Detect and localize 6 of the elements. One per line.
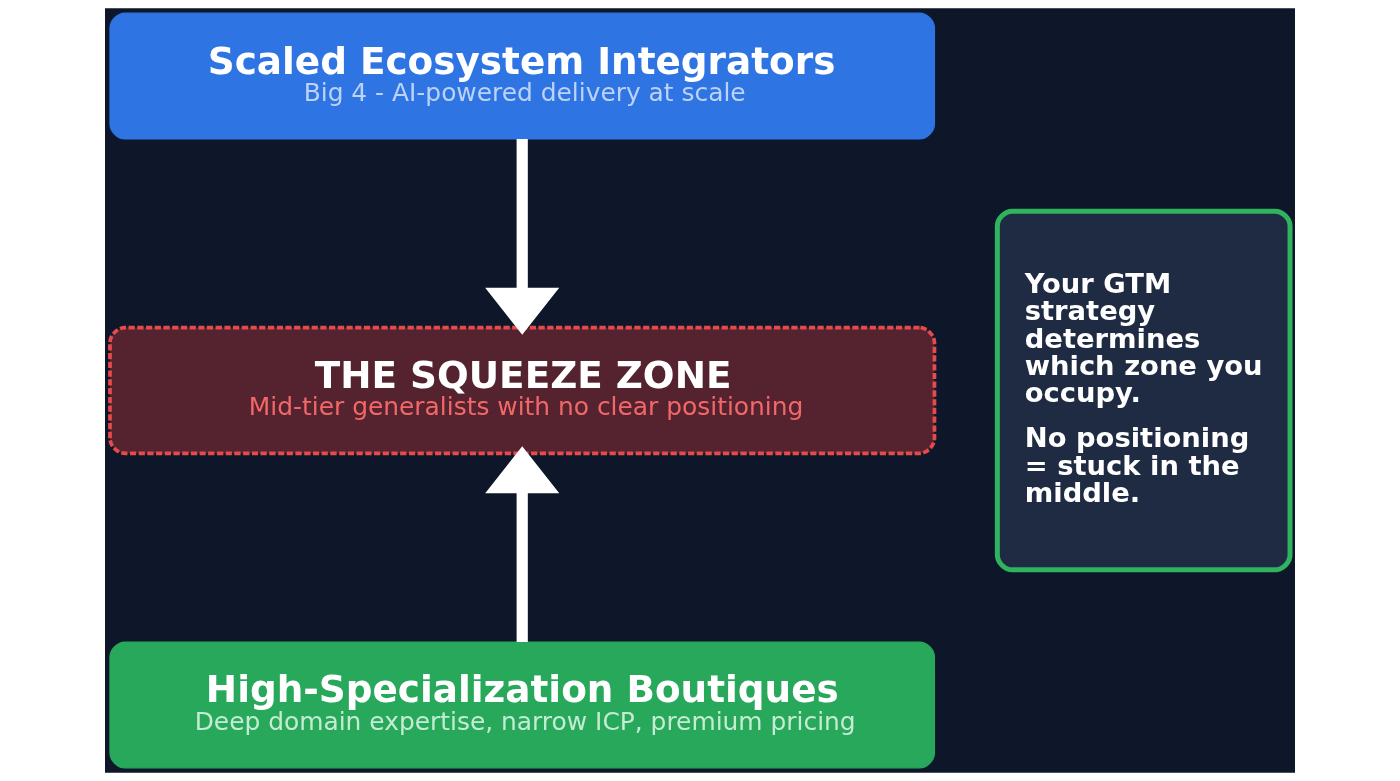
node-box: Your GTM strategy determines which zone you occupy. No positioning = stuck in the middle. xyxy=(994,208,1293,573)
arrow xyxy=(485,138,560,335)
node-box: Scaled Ecosystem Integrators Big 4 - AI-powered delivery at scale xyxy=(109,12,936,140)
node-box: THE SQUEEZE ZONE Mid-tier generalists with no clear positioning xyxy=(108,325,937,456)
arrow xyxy=(485,446,560,643)
node-box: High-Specialization Boutiques Deep domain expertise, narrow ICP, premium pricing xyxy=(109,641,936,769)
